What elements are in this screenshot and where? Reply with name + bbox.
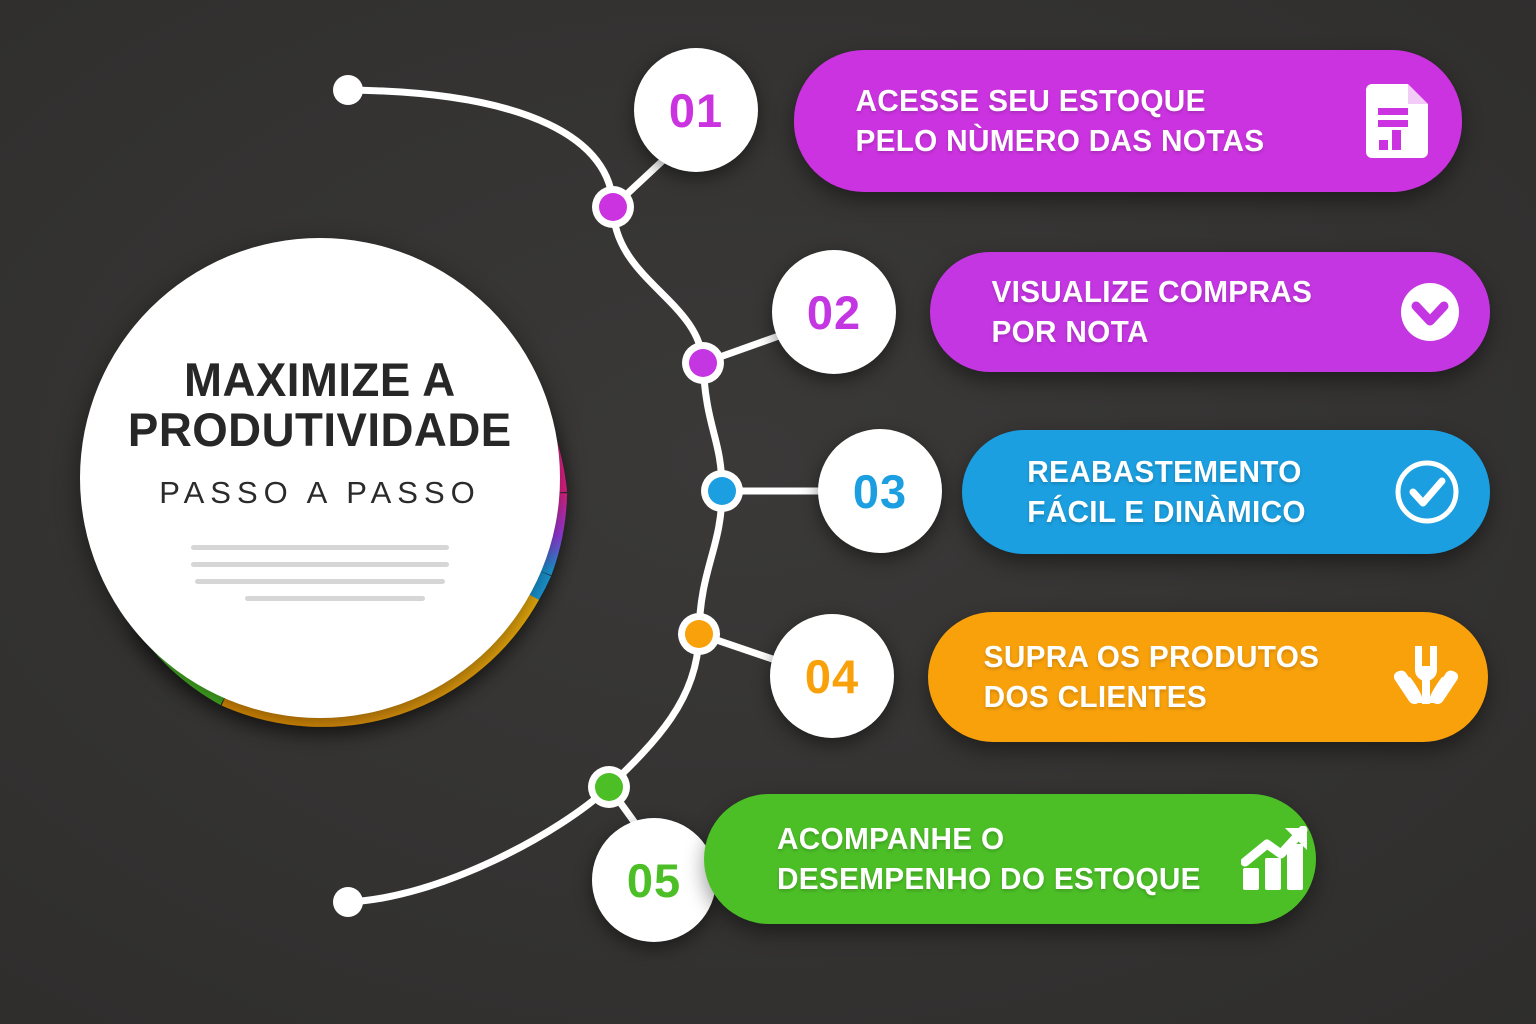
step-number-01[interactable]: 01 <box>634 48 758 172</box>
step-card-01-line2: PELO NÙMERO DAS NOTAS <box>855 123 1265 158</box>
node-01 <box>599 193 627 221</box>
placeholder-lines <box>191 544 449 601</box>
node-04 <box>685 620 713 648</box>
step-card-05-text: ACOMPANHE O DESEMPENHO DO ESTOQUE <box>704 819 1201 898</box>
step-card-04-line1: SUPRA OS PRODUTOS <box>983 639 1320 675</box>
badge-title-line2: PRODUTIVIDADE <box>128 403 512 456</box>
check-circle-outline-icon <box>1364 458 1490 526</box>
step-card-03-line1: REABASTEMENTO <box>1027 454 1302 490</box>
step-card-05[interactable]: ACOMPANHE O DESEMPENHO DO ESTOQUE <box>704 794 1316 924</box>
hands-holding-plant-icon <box>1364 642 1488 712</box>
step-card-02-line2: POR NOTA <box>991 314 1149 349</box>
spine-endpoint-top <box>333 75 363 105</box>
hero-badge: MAXIMIZE A PRODUTIVIDADE PASSO A PASSO <box>38 196 602 760</box>
step-card-03[interactable]: REABASTEMENTO FÁCIL E DINÀMICO <box>962 430 1490 554</box>
step-card-02[interactable]: VISUALIZE COMPRAS POR NOTA <box>930 252 1490 372</box>
step-card-03-text: REABASTEMENTO FÁCIL E DINÀMICO <box>962 452 1348 531</box>
step-number-04[interactable]: 04 <box>770 614 894 738</box>
placeholder-line <box>195 578 445 584</box>
badge-title-line1: MAXIMIZE A <box>184 353 456 407</box>
placeholder-line <box>245 595 425 601</box>
step-number-03[interactable]: 03 <box>818 429 942 553</box>
document-report-icon <box>1332 84 1462 158</box>
placeholder-line <box>191 561 449 567</box>
step-card-01[interactable]: ACESSE SEU ESTOQUE PELO NÙMERO DAS NOTAS <box>794 50 1462 192</box>
node-03 <box>708 477 736 505</box>
node-02 <box>689 349 717 377</box>
step-card-04-text: SUPRA OS PRODUTOS DOS CLIENTES <box>928 637 1347 716</box>
step-card-05-line1: ACOMPANHE O <box>776 821 1005 857</box>
step-card-05-line2: DESEMPENHO DO ESTOQUE <box>776 861 1201 896</box>
step-card-04-line2: DOS CLIENTES <box>983 679 1208 714</box>
step-card-01-text: ACESSE SEU ESTOQUE PELO NÙMERO DAS NOTAS <box>794 81 1310 160</box>
placeholder-line <box>191 544 449 550</box>
node-05 <box>595 773 623 801</box>
spine-path <box>344 86 726 906</box>
step-number-02[interactable]: 02 <box>772 250 896 374</box>
spine-endpoint-bottom <box>333 887 363 917</box>
step-card-02-line1: VISUALIZE COMPRAS <box>991 274 1313 310</box>
badge-subtitle: PASSO A PASSO <box>159 474 481 510</box>
step-number-05[interactable]: 05 <box>592 818 716 942</box>
junction-nodes <box>588 186 743 808</box>
step-card-03-line2: FÁCIL E DINÀMICO <box>1027 494 1306 529</box>
page-title: MAXIMIZE A PRODUTIVIDADE <box>122 355 517 455</box>
growth-chart-icon <box>1222 826 1330 892</box>
check-circle-filled-icon <box>1370 282 1490 342</box>
step-card-01-line1: ACESSE SEU ESTOQUE <box>855 83 1206 119</box>
step-card-02-text: VISUALIZE COMPRAS POR NOTA <box>930 272 1352 351</box>
step-card-04[interactable]: SUPRA OS PRODUTOS DOS CLIENTES <box>928 612 1488 742</box>
badge-inner-card: MAXIMIZE A PRODUTIVIDADE PASSO A PASSO <box>80 238 560 718</box>
